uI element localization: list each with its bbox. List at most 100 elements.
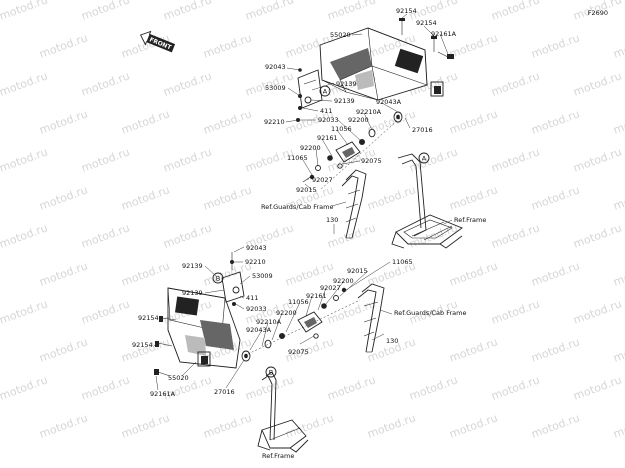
watermark-text: motod.ru	[612, 411, 625, 440]
lower-callout-b2-label: B	[269, 369, 273, 377]
lower-guard-frame	[357, 283, 385, 353]
watermark-text: motod.ru	[120, 411, 172, 440]
watermark-text: motod.ru	[612, 335, 625, 364]
watermark-text: motod.ru	[530, 107, 582, 136]
watermark-text: motod.ru	[612, 31, 625, 60]
watermark-text: motod.ru	[80, 221, 132, 250]
label-92200-a: 92200	[348, 116, 369, 124]
watermark-text: motod.ru	[448, 411, 500, 440]
label-92154-b: 92154	[416, 19, 437, 27]
watermark-text: motod.ru	[326, 221, 378, 250]
label-11065: 11065	[287, 154, 308, 162]
lower-side-lens	[197, 351, 211, 367]
watermark-text: motod.ru	[530, 259, 582, 288]
label-92075: 92075	[361, 157, 382, 165]
label-lower-92075: 92075	[288, 348, 309, 356]
lower-callout-b-label: B	[216, 275, 220, 283]
watermark-text: motod.ru	[162, 69, 214, 98]
label-130: 130	[326, 216, 338, 224]
watermark-text: motod.ru	[490, 145, 542, 174]
label-92033: 92033	[318, 116, 339, 124]
watermark-text: motod.ru	[38, 411, 90, 440]
label-ref-guards-lower: Ref.Guards/Cab Frame	[394, 309, 466, 317]
label-ref-frame-lower: Ref.Frame	[262, 452, 294, 460]
upper-callout-a2-label: A	[422, 155, 427, 163]
label-lower-92161: 92161	[306, 292, 327, 300]
label-lower-92015: 92015	[347, 267, 368, 275]
label-lower-92033: 92033	[246, 305, 267, 313]
upper-leaders	[285, 13, 453, 234]
lower-callout-b2	[265, 366, 277, 378]
watermark-text: motod.ru	[366, 411, 418, 440]
watermark-text: motod.ru	[120, 335, 172, 364]
lower-labels: 92043 92210 92139 53009 92139 411 92033 …	[132, 244, 466, 460]
watermark-text: motod.ru	[120, 107, 172, 136]
watermark-text: motod.ru	[0, 297, 50, 326]
label-lower-130: 130	[386, 337, 398, 345]
label-92154-a: 92154	[396, 7, 417, 15]
watermark-text: motod.ru	[120, 183, 172, 212]
upper-guard-frame	[341, 169, 367, 239]
watermark-text: motod.ru	[162, 0, 214, 23]
label-lower-27016: 27016	[214, 388, 235, 396]
lower-shaft	[241, 287, 361, 362]
lower-callout-b	[212, 272, 224, 284]
watermark-text: motod.ru	[408, 221, 460, 250]
label-lower-92154-b: 92154	[132, 341, 153, 349]
label-lower-411: 411	[246, 294, 258, 302]
watermark-text: motod.ru	[612, 107, 625, 136]
watermark-text: motod.ru	[490, 0, 542, 23]
label-lower-53009: 53009	[252, 272, 273, 280]
watermark-text: motod.ru	[612, 183, 625, 212]
watermark-text: motod.ru	[80, 145, 132, 174]
watermark-text: motod.ru	[38, 259, 90, 288]
watermark-text: motod.ru	[448, 259, 500, 288]
upper-callout-a2	[418, 152, 430, 164]
watermark-text: motod.ru	[572, 69, 624, 98]
watermark-text: motod.ru	[0, 145, 50, 174]
watermark-text: motod.ru	[490, 373, 542, 402]
upper-labels: 92154 92154 55020 92161A 92043 92139 530…	[261, 7, 486, 224]
watermark-text: motod.ru	[0, 0, 50, 23]
watermark-text: motod.ru	[80, 373, 132, 402]
label-92027: 92027	[312, 176, 333, 184]
watermark-text: motod.ru	[572, 297, 624, 326]
watermark-text: motod.ru	[80, 69, 132, 98]
watermark-text: motod.ru	[202, 183, 254, 212]
watermark-text: motod.ru	[38, 107, 90, 136]
watermark-text: motod.ru	[162, 145, 214, 174]
label-lower-92154-a: 92154	[138, 314, 159, 322]
label-55020: 55020	[330, 31, 351, 39]
watermark-text: motod.ru	[530, 31, 582, 60]
lower-lamp-housing	[167, 287, 241, 369]
watermark-text: motod.ru	[408, 373, 460, 402]
watermark-text: motod.ru	[326, 0, 378, 23]
label-lower-92027: 92027	[320, 284, 341, 292]
watermark-text: motod.ru	[284, 31, 336, 60]
watermark-text: motod.ru	[490, 221, 542, 250]
label-92161a: 92161A	[431, 30, 457, 38]
watermark-text: motod.ru	[530, 183, 582, 212]
label-92043a: 92043A	[376, 98, 402, 106]
label-92161: 92161	[317, 134, 338, 142]
watermark-text: motod.ru	[530, 411, 582, 440]
label-ref-frame-upper: Ref.Frame	[454, 216, 486, 224]
label-lower-92210: 92210	[245, 258, 266, 266]
watermark-text: motod.ru	[0, 373, 50, 402]
watermark-text: motod.ru	[244, 0, 296, 23]
upper-ref-frame	[391, 153, 463, 249]
watermark-text: motod.ru	[80, 297, 132, 326]
watermark-text: motod.ru	[38, 335, 90, 364]
watermark-text: motod.ru	[408, 69, 460, 98]
watermark-text: motod.ru	[202, 107, 254, 136]
watermark-text: motod.ru	[490, 69, 542, 98]
label-lower-92200-a: 92200	[333, 277, 354, 285]
watermark-text: motod.ru	[202, 411, 254, 440]
lower-assembly: B	[132, 244, 466, 460]
watermark-text: motod.ru	[490, 297, 542, 326]
label-lower-92161a: 92161A	[150, 390, 176, 398]
watermark-text: motod.ru	[38, 183, 90, 212]
label-92139-b: 92139	[334, 97, 355, 105]
label-92210a: 92210A	[356, 108, 382, 116]
